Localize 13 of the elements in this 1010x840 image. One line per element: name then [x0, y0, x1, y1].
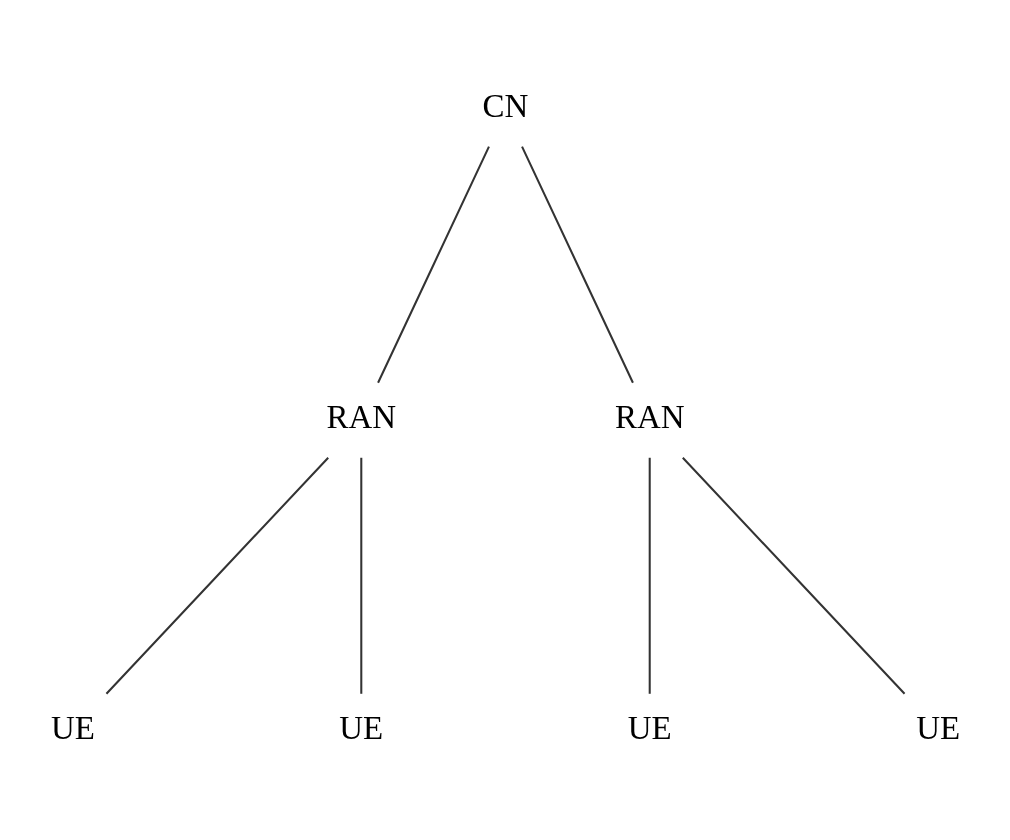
- connector: [105, 456, 329, 694]
- node-text: UE: [915, 709, 960, 746]
- node-text: UE: [338, 709, 383, 746]
- connector: [648, 457, 651, 694]
- connector: [359, 457, 362, 694]
- node-text: CN: [482, 87, 528, 124]
- node-text: RAN: [614, 398, 684, 435]
- node-text: UE: [627, 709, 672, 746]
- connector: [681, 456, 905, 694]
- node-text: UE: [50, 709, 95, 746]
- connector: [520, 145, 634, 383]
- node-text: RAN: [326, 398, 396, 435]
- connector: [376, 145, 490, 383]
